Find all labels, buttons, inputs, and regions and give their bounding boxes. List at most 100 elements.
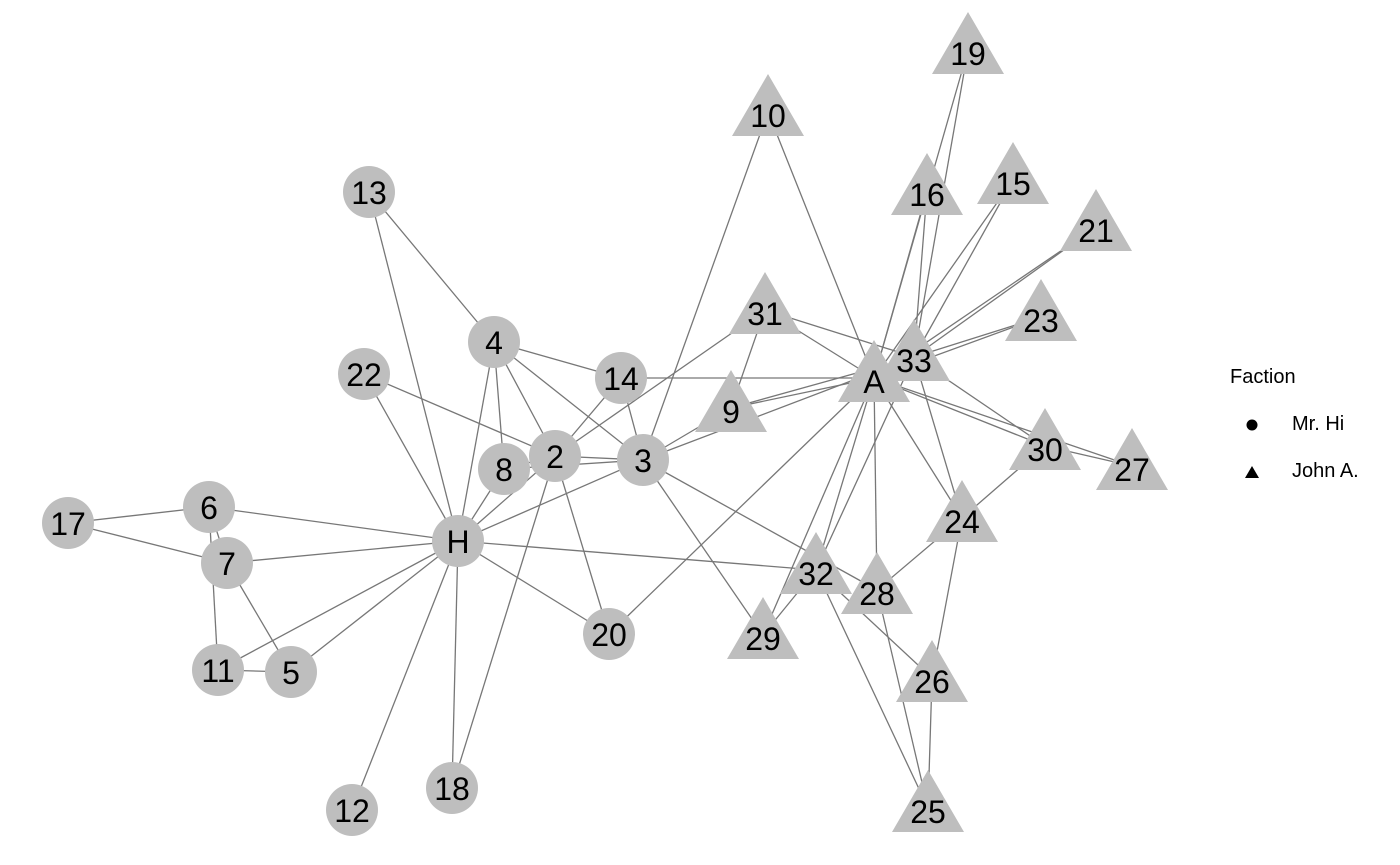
node-triangle-27 — [1096, 428, 1168, 490]
node-label-8: 8 — [495, 452, 513, 488]
legend: Faction Mr. Hi John A. — [1230, 366, 1390, 495]
legend-label-john-a: John A. — [1292, 460, 1359, 482]
node-label-23: 23 — [1023, 303, 1059, 339]
legend-item-john-a: John A. — [1230, 448, 1390, 495]
node-triangle-10 — [732, 74, 804, 136]
node-19: 19 — [932, 12, 1004, 74]
node-triangle-19 — [932, 12, 1004, 74]
node-label-16: 16 — [909, 177, 945, 213]
edge-25-32 — [815, 569, 929, 809]
node-circle-7 — [201, 537, 253, 589]
node-label-11: 11 — [201, 653, 234, 689]
edge-H-12 — [351, 540, 459, 811]
node-2: 2 — [529, 430, 581, 482]
edge-3-10 — [642, 111, 769, 461]
legend-item-mr-hi: Mr. Hi — [1230, 401, 1390, 448]
node-4: 4 — [468, 316, 520, 368]
node-label-3: 3 — [634, 443, 652, 479]
node-label-5: 5 — [282, 655, 300, 691]
node-circle-6 — [183, 481, 235, 533]
edge-H-6 — [208, 506, 459, 542]
node-triangle-33 — [878, 319, 950, 381]
edge-3-29 — [642, 459, 764, 636]
node-7: 7 — [201, 537, 253, 589]
node-22: 22 — [338, 348, 390, 400]
node-circle-17 — [42, 497, 94, 549]
node-label-20: 20 — [591, 617, 627, 653]
edge-15-A — [873, 179, 1014, 379]
node-label-10: 10 — [750, 98, 786, 134]
node-23: 23 — [1005, 279, 1077, 341]
node-label-33: 33 — [896, 343, 932, 379]
node-circle-22 — [338, 348, 390, 400]
node-label-29: 29 — [745, 621, 781, 657]
node-triangle-32 — [780, 532, 852, 594]
legend-label-mr-hi: Mr. Hi — [1292, 413, 1345, 435]
node-label-22: 22 — [346, 357, 382, 393]
node-30: 30 — [1009, 408, 1081, 470]
node-circle-H — [432, 515, 484, 567]
node-13: 13 — [343, 166, 395, 218]
edge-H-22 — [363, 373, 459, 542]
legend-title: Faction — [1230, 366, 1296, 388]
edge-24-33 — [913, 356, 963, 519]
edge-10-A — [767, 111, 875, 379]
node-27: 27 — [1096, 428, 1168, 490]
node-circle-20 — [583, 608, 635, 660]
node-circle-3 — [617, 434, 669, 486]
node-31: 31 — [729, 272, 801, 334]
node-label-26: 26 — [914, 664, 950, 700]
node-label-2: 2 — [546, 439, 564, 475]
circle-icon — [1230, 418, 1274, 432]
edge-4-13 — [368, 191, 495, 343]
triangle-icon — [1230, 465, 1274, 479]
node-triangle-28 — [841, 552, 913, 614]
node-label-25: 25 — [910, 794, 946, 830]
node-18: 18 — [426, 762, 478, 814]
node-label-28: 28 — [859, 576, 895, 612]
node-29: 29 — [727, 597, 799, 659]
node-25: 25 — [892, 770, 964, 832]
node-label-30: 30 — [1027, 432, 1063, 468]
node-label-27: 27 — [1114, 452, 1150, 488]
edge-H-11 — [217, 540, 459, 671]
node-16: 16 — [891, 153, 963, 215]
node-label-31: 31 — [747, 296, 783, 332]
node-label-24: 24 — [944, 504, 980, 540]
node-circle-12 — [326, 784, 378, 836]
edge-H-13 — [368, 191, 459, 542]
node-8: 8 — [478, 443, 530, 495]
node-label-15: 15 — [995, 166, 1031, 202]
node-circle-11 — [192, 644, 244, 696]
node-12: 12 — [326, 784, 378, 836]
node-label-13: 13 — [351, 175, 387, 211]
edge-H-18 — [451, 540, 459, 789]
node-circle-4 — [468, 316, 520, 368]
node-label-A: A — [863, 364, 885, 400]
node-15: 15 — [977, 142, 1049, 204]
node-9: 9 — [695, 370, 767, 432]
node-label-32: 32 — [798, 556, 834, 592]
edge-2-31 — [554, 309, 766, 457]
node-triangle-25 — [892, 770, 964, 832]
node-17: 17 — [42, 497, 94, 549]
node-26: 26 — [896, 640, 968, 702]
edge-2-18 — [451, 455, 556, 789]
edge-6-11 — [208, 506, 219, 671]
node-label-14: 14 — [603, 361, 639, 397]
node-10: 10 — [732, 74, 804, 136]
node-32: 32 — [780, 532, 852, 594]
node-triangle-15 — [977, 142, 1049, 204]
node-label-6: 6 — [200, 490, 218, 526]
edge-H-4 — [457, 341, 495, 542]
node-6: 6 — [183, 481, 235, 533]
node-5: 5 — [265, 646, 317, 698]
edge-15-33 — [913, 179, 1014, 358]
node-triangle-24 — [926, 480, 998, 542]
node-14: 14 — [595, 352, 647, 404]
edge-H-3 — [457, 459, 644, 542]
node-28: 28 — [841, 552, 913, 614]
node-label-18: 18 — [434, 771, 470, 807]
node-label-9: 9 — [722, 394, 740, 430]
